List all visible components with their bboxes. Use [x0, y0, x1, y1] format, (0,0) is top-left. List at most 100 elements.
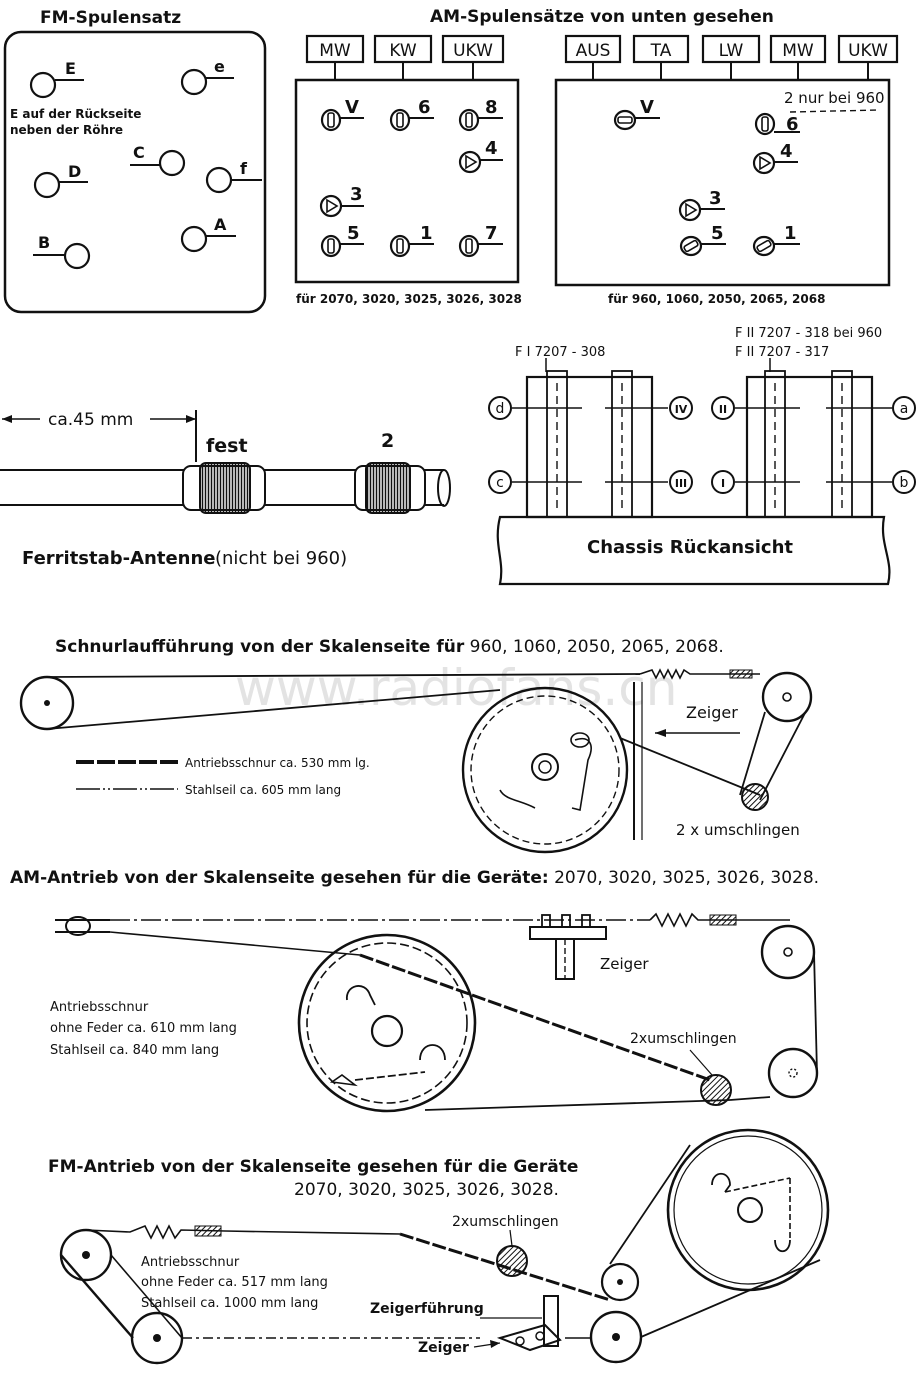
fm-note-2: ohne Feder ca. 517 mm lang — [141, 1275, 328, 1290]
wrap-pulley — [496, 1245, 528, 1277]
button-label: AUS — [576, 41, 611, 61]
coil-core — [320, 108, 342, 132]
am-coil-sets-title: AM-Spulensätze von unten gesehen — [430, 7, 774, 27]
coil-pin-B — [63, 242, 91, 270]
am-coil-panel-right — [554, 78, 891, 287]
pointer-guide-label: Zeigerführung — [370, 1301, 484, 1317]
coil-pin-f — [205, 166, 233, 194]
tuning-drum — [461, 686, 629, 854]
pin-label-4: 4 — [780, 141, 793, 162]
fm-note-line1: E auf der Rückseite — [10, 107, 141, 121]
pin-label-5: 5 — [711, 223, 724, 244]
legend-drive: Antriebsschnur ca. 530 mm lg. — [185, 756, 370, 770]
wrap-label: 2 x umschlingen — [676, 821, 800, 839]
am-note-1: Antriebsschnur — [50, 1000, 149, 1015]
am-coil-panel-left — [294, 78, 520, 284]
cord-routing-title-bold: Schnurlaufführung von der Skalenseite fü… — [55, 637, 465, 657]
pin-label-1: 1 — [420, 223, 433, 244]
tuning-drum — [297, 933, 477, 1113]
coil-pin-C — [158, 149, 186, 177]
pointer-label: Zeiger — [418, 1340, 469, 1356]
pin-label-V: V — [345, 97, 359, 118]
button-label: LW — [719, 41, 744, 61]
am-drive-title-bold: AM-Antrieb von der Skalenseite gesehen f… — [10, 868, 549, 888]
coil-2-label: 2 — [381, 430, 394, 452]
pin-label-8: 8 — [485, 97, 498, 118]
wrap-pulley — [741, 783, 769, 811]
coil-core — [613, 109, 637, 131]
terminal-IV: IV — [675, 403, 688, 416]
coil-fixed-label: fest — [206, 435, 248, 457]
pin-label-e: e — [214, 57, 225, 76]
coil-core — [320, 234, 342, 258]
coil-core — [754, 112, 776, 136]
pin-label-7: 7 — [485, 223, 498, 244]
terminal-I: I — [721, 477, 725, 490]
pin-label-6: 6 — [418, 97, 431, 118]
am-drive-diagram: AM-Antrieb von der Skalenseite gesehen f… — [10, 868, 819, 1113]
right-set-note: 2 nur bei 960 — [784, 89, 885, 107]
button-label: KW — [389, 41, 417, 61]
left-set-caption: für 2070, 3020, 3025, 3026, 3028 — [296, 292, 522, 306]
terminal-d: d — [496, 401, 505, 417]
cord-routing-diagram: Schnurlaufführung von der Skalenseite fü… — [19, 637, 813, 854]
coil-pin-D — [33, 171, 61, 199]
pulley-right — [761, 671, 813, 723]
coil-core — [458, 234, 480, 258]
pin-label-f: f — [240, 159, 248, 178]
coil-pin-e — [180, 68, 208, 96]
wrap-label: 2xumschlingen — [452, 1214, 559, 1230]
wrap-label: 2xumschlingen — [630, 1031, 737, 1047]
pointer-guide — [543, 1295, 559, 1347]
pin-label-5: 5 — [347, 223, 360, 244]
button-label: UKW — [453, 41, 493, 61]
pointer-carriage — [529, 926, 607, 940]
antenna-dimension: ca.45 mm — [48, 410, 133, 430]
chassis-plate — [496, 515, 891, 586]
am-drive-title: AM-Antrieb von der Skalenseite gesehen f… — [10, 868, 819, 888]
pin-label-D: D — [68, 162, 81, 181]
wrap-pulley — [700, 1074, 732, 1106]
fm-drive-title-models: 2070, 3020, 3025, 3026, 3028. — [294, 1180, 559, 1200]
fm-drive-diagram: FM-Antrieb von der Skalenseite gesehen f… — [48, 1128, 830, 1365]
button-label: TA — [650, 41, 672, 61]
terminal-c: c — [496, 475, 504, 491]
coil-core — [389, 234, 411, 258]
ferrite-antenna: ca.45 mm fest 2 Ferritstab-Antenne (nich… — [0, 410, 451, 569]
am-note-3: Stahlseil ca. 840 mm lang — [50, 1043, 219, 1058]
fm-coil-set: FM-Spulensatz E E auf der Rückseite nebe… — [3, 8, 267, 314]
coil-core — [458, 108, 480, 132]
am-coil-set-left: MW KW UKW V 6 8 4 — [294, 34, 522, 306]
fm-note-line2: neben der Röhre — [10, 123, 123, 137]
terminal-a: a — [900, 401, 909, 417]
legend-steel: Stahlseil ca. 605 mm lang — [185, 783, 341, 797]
pointer-label: Zeiger — [686, 703, 738, 722]
right-set-caption: für 960, 1060, 2050, 2065, 2068 — [608, 292, 825, 306]
coil-core — [679, 235, 703, 257]
pulley-lower-right — [767, 1047, 819, 1099]
antenna-note: (nicht bei 960) — [215, 548, 347, 569]
drive-shaft — [65, 916, 91, 936]
pin-label-3: 3 — [350, 184, 363, 205]
chassis-rear-view: F I 7207 - 308 F II 7207 - 318 bei 960 F… — [488, 326, 916, 586]
terminal-III: III — [675, 477, 687, 490]
chassis-label-right-2: F II 7207 - 317 — [735, 345, 829, 360]
chassis-caption: Chassis Rückansicht — [587, 537, 793, 558]
am-note-2: ohne Feder ca. 610 mm lang — [50, 1021, 237, 1036]
coil-core — [752, 235, 776, 257]
coil-pin-E — [29, 71, 57, 99]
terminal-II: II — [719, 403, 727, 416]
am-coil-set-right: AUS TA LW MW UKW 2 nur bei 960 V — [554, 34, 899, 306]
chassis-label-left: F I 7207 - 308 — [515, 345, 605, 360]
coil-pin-A — [180, 225, 208, 253]
pointer — [496, 1323, 562, 1352]
pin-label-E: E — [65, 59, 76, 78]
fm-note-3: Stahlseil ca. 1000 mm lang — [141, 1296, 318, 1311]
button-label: MW — [782, 41, 814, 61]
coil-core — [389, 108, 411, 132]
am-drive-title-models: 2070, 3020, 3025, 3026, 3028. — [549, 868, 819, 888]
fm-drive-title-bold: FM-Antrieb von der Skalenseite gesehen f… — [48, 1157, 578, 1177]
cord-routing-title-models: 960, 1060, 2050, 2065, 2068. — [464, 637, 724, 657]
pin-label-6: 6 — [786, 114, 799, 135]
pin-label-3: 3 — [709, 188, 722, 209]
